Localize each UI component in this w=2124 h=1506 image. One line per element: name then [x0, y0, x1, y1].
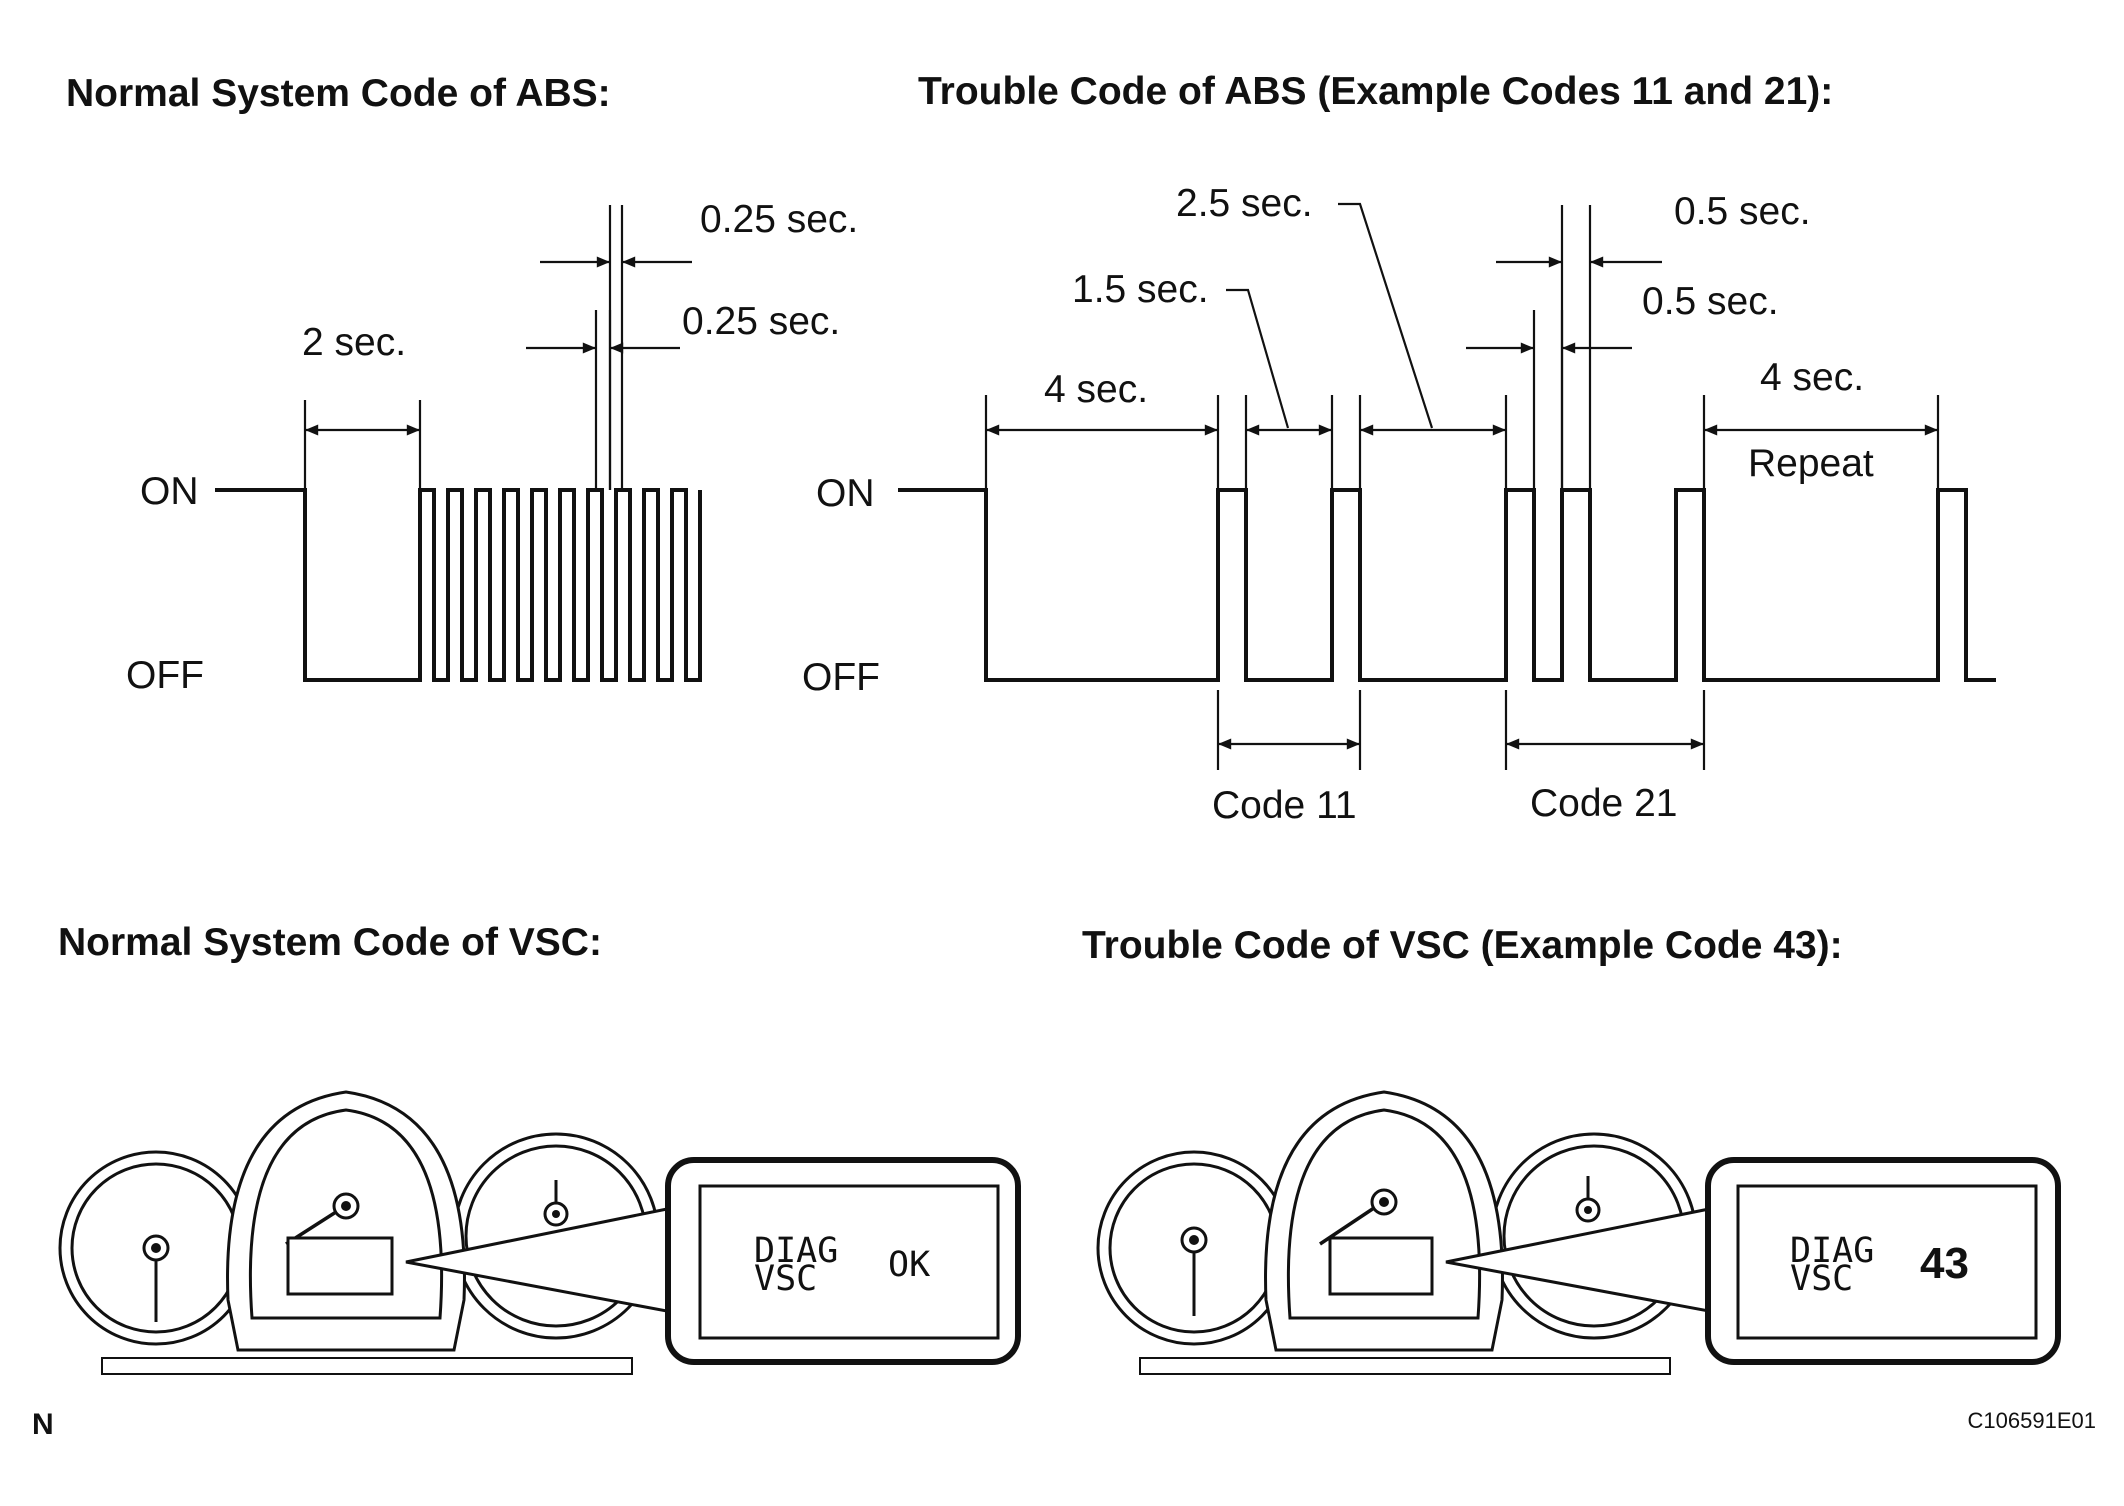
abs-trouble-code-21-label: Code 21: [1530, 782, 1677, 825]
abs-trouble-2-5sec-label: 2.5 sec.: [1176, 182, 1313, 225]
abs-trouble-repeat-label: Repeat: [1748, 442, 1874, 485]
vsc-normal-lcd-line1: DIAG: [754, 1231, 838, 1271]
vsc-trouble-lcd-value: 43: [1920, 1239, 1969, 1288]
abs-normal-off-duration-label: 0.25 sec.: [682, 300, 840, 343]
vsc-normal-title: Normal System Code of VSC:: [58, 921, 602, 964]
vsc-normal-lcd-value: OK: [888, 1245, 930, 1285]
vsc-trouble-title: Trouble Code of VSC (Example Code 43):: [1082, 924, 1843, 967]
corner-mark: N: [32, 1408, 54, 1441]
abs-trouble-title: Trouble Code of ABS (Example Codes 11 an…: [918, 70, 1833, 113]
vsc-trouble-lcd-line2: VSC: [1790, 1259, 1853, 1299]
abs-trouble-0-5sec-b-label: 0.5 sec.: [1642, 280, 1779, 323]
figure-id: C106591E01: [1968, 1408, 2096, 1433]
vsc-normal-cluster: DIAG VSC OK: [58, 1090, 1021, 1375]
abs-normal-signal: [215, 488, 702, 682]
abs-normal-waveform: ON OFF 2 sec. 0.25 sec. 0.25 sec.: [126, 198, 858, 697]
abs-trouble-on-label: ON: [816, 472, 875, 515]
abs-trouble-1-5sec-label: 1.5 sec.: [1072, 268, 1209, 311]
abs-trouble-0-5sec-a-label: 0.5 sec.: [1674, 190, 1811, 233]
vsc-trouble-mini-display: [1328, 1236, 1434, 1296]
abs-trouble-code-11-label: Code 11: [1212, 784, 1357, 827]
vsc-normal-lcd: [698, 1184, 1000, 1340]
abs-trouble-4sec-repeat-label: 4 sec.: [1760, 356, 1864, 399]
abs-trouble-off-label: OFF: [802, 656, 880, 699]
vsc-normal-mini-display: [286, 1236, 394, 1296]
vsc-trouble-lcd-line1: DIAG: [1790, 1231, 1874, 1271]
vsc-normal-lcd-line2: VSC: [754, 1259, 817, 1299]
abs-trouble-waveform: ON OFF 4 sec. 1.5 sec. 2.5 sec. 0.5 sec.…: [802, 182, 1996, 827]
abs-normal-on-duration-label: 0.25 sec.: [700, 198, 858, 241]
abs-trouble-signal: [898, 488, 1996, 682]
vsc-trouble-lcd: [1736, 1184, 2038, 1340]
abs-normal-off-label: OFF: [126, 654, 204, 697]
abs-normal-on-label: ON: [140, 470, 199, 513]
abs-normal-2sec-label: 2 sec.: [302, 321, 406, 364]
abs-normal-title: Normal System Code of ABS:: [66, 72, 611, 115]
abs-trouble-4sec-start-label: 4 sec.: [1044, 368, 1148, 411]
vsc-trouble-cluster: DIAG VSC 43: [1096, 1090, 2061, 1375]
